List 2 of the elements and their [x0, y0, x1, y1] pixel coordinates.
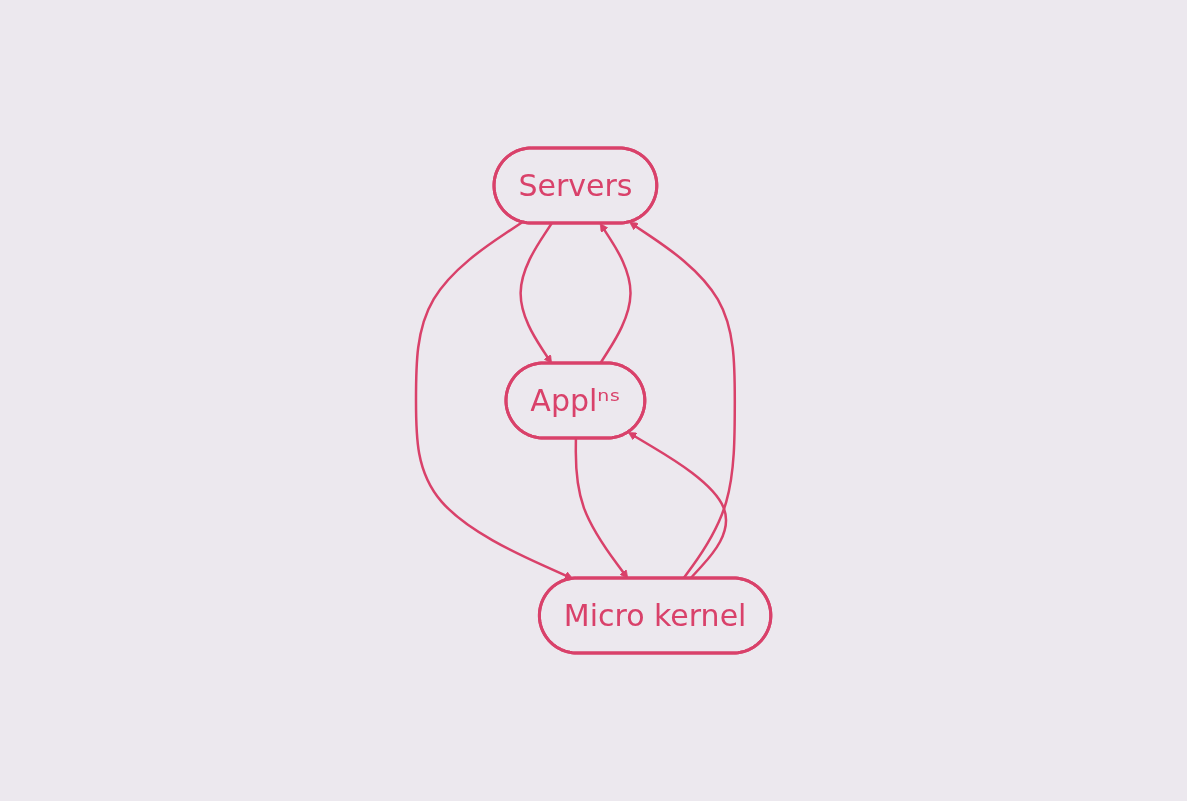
- arrow: [414, 221, 574, 580]
- arrow: [574, 438, 629, 579]
